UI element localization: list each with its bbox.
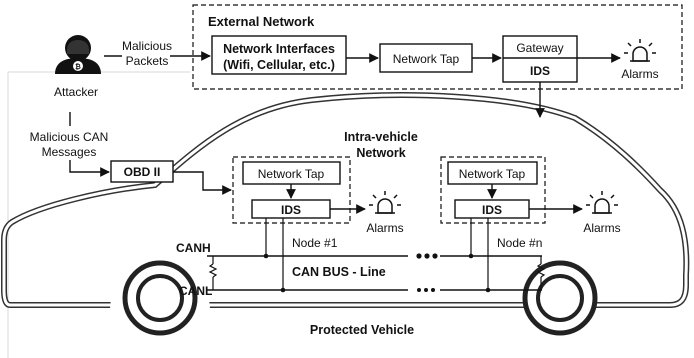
external-network-tap-label: Network Tap (393, 52, 460, 66)
can-bus (207, 218, 546, 293)
noden-ids-label: IDS (482, 203, 502, 217)
noden-tap-label: Network Tap (459, 167, 526, 181)
node1-alarms-label: Alarms (366, 221, 403, 235)
network-interfaces-label: Network Interfaces (223, 42, 335, 56)
protected-vehicle-label: Protected Vehicle (310, 323, 414, 337)
noden-frame (440, 156, 546, 224)
gateway-ids-label: IDS (530, 64, 550, 78)
external-alarms-label: Alarms (621, 67, 658, 81)
node1-ids-label: IDS (281, 203, 301, 217)
malicious-packets-label: Malicious (122, 39, 172, 53)
node1-alarm-icon (368, 190, 402, 214)
external-network-title: External Network (208, 14, 315, 29)
gateway-box (502, 35, 578, 83)
noden-alarms-label: Alarms (583, 221, 620, 235)
malicious-can-sublabel: Messages (42, 145, 97, 159)
obd-label: OBD II (124, 165, 161, 179)
intra-vehicle-label: Intra-vehicle (344, 130, 418, 144)
external-alarm-icon (623, 38, 657, 62)
rear-wheel (522, 260, 598, 336)
malicious-can-label: Malicious CAN (30, 130, 109, 144)
gateway-label: Gateway (516, 41, 563, 55)
network-interfaces-box (211, 35, 347, 75)
noden-label: Node #n (497, 236, 542, 250)
intra-vehicle-sublabel: Network (356, 146, 405, 160)
canl-label: CANL (179, 284, 212, 298)
malicious-packets-sublabel: Packets (126, 54, 169, 68)
network-interfaces-sublabel: (Wifi, Cellular, etc.) (223, 58, 335, 72)
front-wheel (110, 260, 210, 336)
node1-frame (232, 156, 351, 224)
svg-text:₿: ₿ (75, 63, 81, 71)
node1-label: Node #1 (292, 236, 338, 250)
attacker-label: Attacker (54, 85, 98, 99)
canh-label: CANH (176, 241, 211, 255)
external-network-frame (192, 4, 683, 90)
noden-alarm-icon (585, 190, 619, 214)
node1-tap-label: Network Tap (258, 167, 325, 181)
can-bus-label: CAN BUS - Line (292, 265, 386, 279)
hacker-icon: ₿ (55, 35, 101, 74)
